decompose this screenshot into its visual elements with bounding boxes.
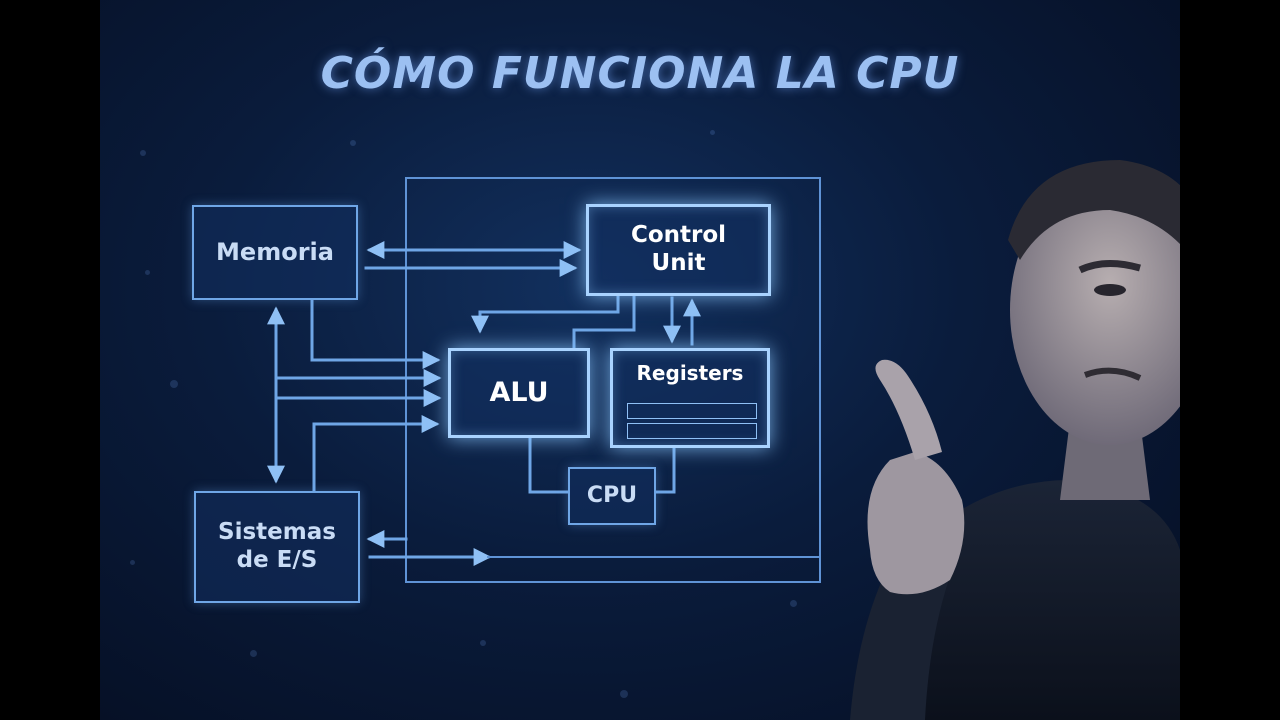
io-label: Sistemas de E/S: [218, 519, 336, 573]
alu-cpu-line: [528, 436, 570, 494]
bokeh-dot: [350, 140, 356, 146]
page-title: CÓMO FUNCIONA LA CPU: [320, 48, 960, 99]
bokeh-dot: [140, 150, 146, 156]
alu-box: ALU: [448, 348, 590, 438]
memoria-alu-arrow: [310, 298, 441, 369]
presenter-mustache: [1083, 367, 1142, 381]
cpu-label: CPU: [586, 482, 638, 508]
presenter-photo: [850, 160, 1180, 720]
control-unit-label: Control Unit: [630, 222, 727, 276]
registers-label: Registers: [636, 361, 744, 385]
memoria-label: Memoria: [216, 238, 334, 267]
bokeh-dot: [250, 650, 257, 657]
presenter-eye: [1094, 284, 1126, 296]
bokeh-dot: [130, 560, 135, 565]
presenter-eyebrow: [1078, 260, 1141, 274]
alu-label: ALU: [489, 376, 549, 408]
registers-box: Registers: [610, 348, 770, 448]
cpu-boundary: [405, 177, 821, 583]
presenter-finger: [875, 359, 942, 460]
presenter-hand: [867, 452, 965, 595]
bokeh-dot: [710, 130, 715, 135]
io-box: Sistemas de E/S: [194, 491, 360, 603]
bokeh-dot: [790, 600, 797, 607]
control-alu-line: [471, 294, 620, 334]
cpu-diagram-lines: [267, 177, 821, 583]
memoria-box: Memoria: [192, 205, 358, 300]
bokeh-dot: [620, 690, 628, 698]
cpu-box: CPU: [568, 467, 656, 525]
registers-cpu-line: [654, 446, 676, 494]
thumbnail-panel: CÓMO FUNCIONA LA CPU: [100, 0, 1180, 720]
register-slot: [627, 403, 757, 419]
register-slot: [627, 423, 757, 439]
bokeh-dot: [480, 640, 486, 646]
control-alu-line-2: [572, 294, 636, 350]
bokeh-dot: [145, 270, 150, 275]
bokeh-dot: [170, 380, 178, 388]
presenter-hair: [1008, 160, 1180, 260]
control-unit-box: Control Unit: [586, 204, 771, 296]
io-alu-arrow: [312, 415, 440, 492]
